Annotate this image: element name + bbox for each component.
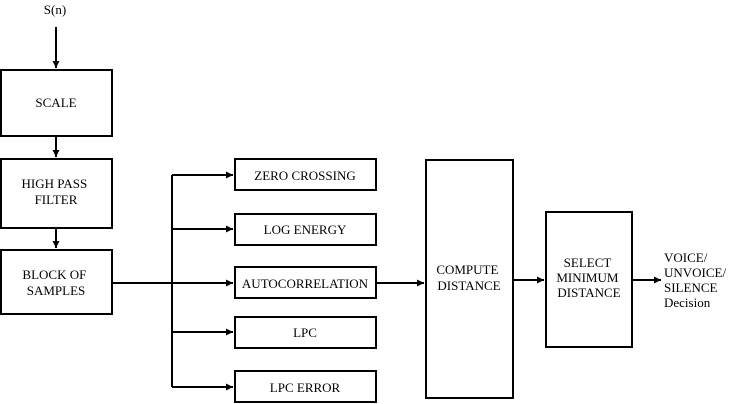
svg-text:ZERO CROSSING: ZERO CROSSING [254,168,356,183]
block-of-samples-label-line2: SAMPLES [27,283,86,298]
log-energy-label: LOG ENERGY [264,222,347,237]
output-label: VOICE/ UNVOICE/ SILENCE Decision [664,250,729,310]
output-label-line3: SILENCE [664,280,718,295]
block-of-samples-block: BLOCK OF SAMPLES [0,249,113,315]
select-minimum-distance-label-line3: DISTANCE [557,285,620,300]
high-pass-filter-label-line2: FILTER [35,192,78,207]
compute-distance-label-line1: COMPUTE [436,262,498,277]
lpc-error-label: LPC ERROR [270,380,341,395]
autocorrelation-label: AUTOCORRELATION [242,276,369,291]
svg-text:SCALE: SCALE [35,95,76,110]
scale-block: SCALE [0,69,113,137]
zero-crossing-label: ZERO CROSSING [254,168,356,183]
svg-text:SELECT MINIMUM DIS: SELECT MINIMUM DISTANCE [556,255,621,300]
scale-label: SCALE [35,95,76,110]
high-pass-filter-block: HIGH PASS FILTER [0,158,113,229]
svg-text:LPC ERROR: LPC ERROR [270,380,341,395]
svg-text:LPC: LPC [293,325,317,340]
block-of-samples-label-line1: BLOCK OF [22,267,86,282]
svg-text:HIGH PASS FILTER: HIGH PASS FILTER [22,176,91,207]
lpc-error-block: LPC ERROR [234,370,377,403]
output-label-line1: VOICE/ [664,250,708,265]
svg-text:BLOCK OF SAMPLES: BLOCK OF SAMPLES [22,267,89,298]
input-signal-label: S(n) [44,2,66,17]
output-label-line2: UNVOICE/ [664,265,726,280]
svg-text:COMPUTE DISTANCE: COMPUTE DISTANCE [436,262,501,293]
autocorrelation-block: AUTOCORRELATION [234,266,377,299]
lpc-label: LPC [293,325,317,340]
select-minimum-distance-label-line1: SELECT [564,255,612,270]
compute-distance-block: COMPUTE DISTANCE [425,159,514,399]
select-minimum-distance-label-line2: MINIMUM [556,270,619,285]
svg-text:LOG ENERGY: LOG ENERGY [264,222,347,237]
lpc-block: LPC [234,316,377,349]
select-minimum-distance-block: SELECT MINIMUM DISTANCE [545,211,633,348]
high-pass-filter-label-line1: HIGH PASS [22,176,88,191]
log-energy-block: LOG ENERGY [234,213,377,246]
zero-crossing-block: ZERO CROSSING [234,158,377,191]
svg-text:AUTOCORRELATION: AUTOCORRELATION [242,276,369,291]
output-label-line4: Decision [664,295,711,310]
compute-distance-label-line2: DISTANCE [437,278,500,293]
